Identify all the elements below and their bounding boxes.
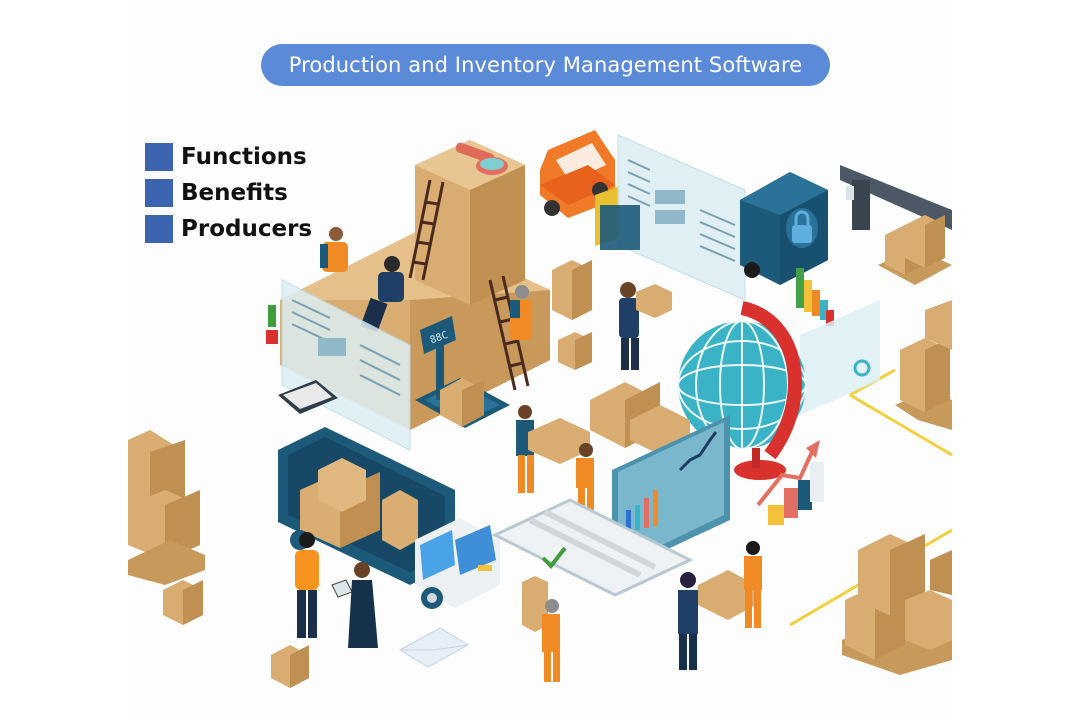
floating-bar-chart [796,268,834,326]
legend-item-producers: Producers [145,211,312,247]
pallet-left [128,430,205,585]
workers-bottom-handoff [678,541,762,670]
legend-swatch-icon [145,179,173,207]
receiving-platform [491,498,694,597]
worker-carrying-tall-box [522,576,560,682]
worker-carrying-box [619,282,672,370]
legend-item-benefits: Benefits [145,175,312,211]
page-title: Production and Inventory Management Soft… [261,44,830,86]
loose-box-left [163,580,203,625]
pallet-bottom-right [842,534,952,675]
worker-on-ladder [510,285,532,340]
conveyor-rail [840,165,952,230]
growth-chart [756,440,824,525]
pallet-top-right [878,215,952,285]
legend-item-functions: Functions [145,139,312,175]
topic-legend: Functions Benefits Producers [145,139,312,247]
legend-label: Functions [181,144,307,170]
workers-passing-box [516,405,594,523]
map-screen [800,300,880,415]
legend-label: Benefits [181,180,288,206]
manager-and-clerk [295,532,378,648]
loose-boxes [552,260,592,370]
loose-box-bottom [271,645,309,688]
inventory-screen-top [600,134,746,301]
central-box-stack [280,140,550,430]
delivery-truck [278,427,500,609]
worker-sitting-orange [320,227,348,272]
forklift [540,130,620,246]
legend-swatch-icon [145,143,173,171]
pallet-right-middle [895,300,952,430]
inventory-screen-left [266,279,411,451]
globe [677,301,807,480]
legend-label: Producers [181,216,313,242]
weighing-scale: 88C [415,316,510,428]
legend-swatch-icon [145,215,173,243]
secure-container [740,172,828,285]
envelope [399,627,469,668]
